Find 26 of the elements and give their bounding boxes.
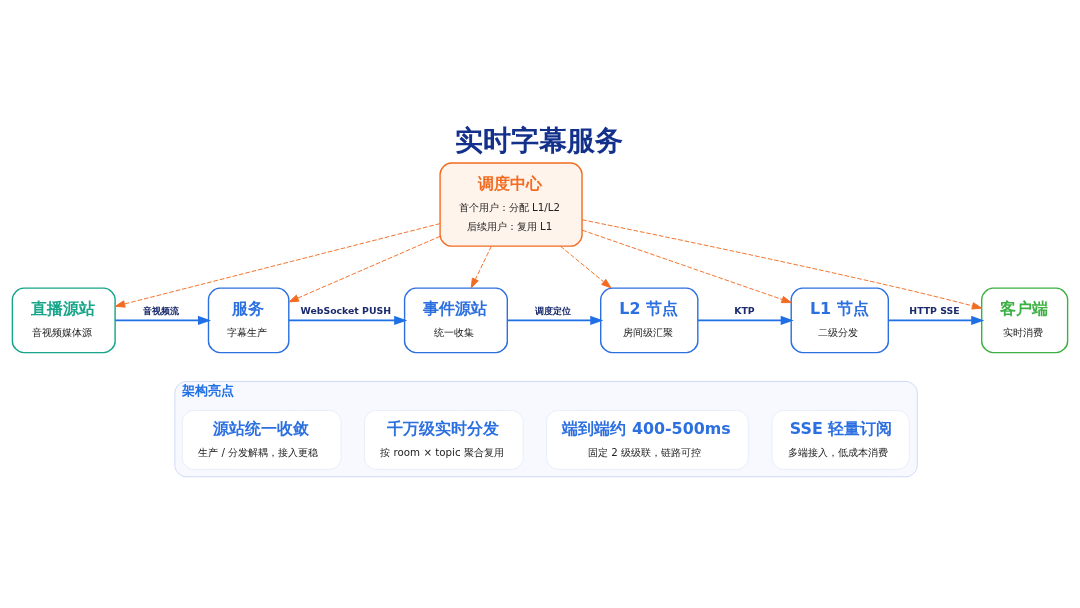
edge-label: 调度定位: [535, 304, 572, 316]
arrow: [581, 229, 792, 303]
arrow: [887, 315, 985, 325]
arrow: [581, 218, 983, 309]
node-box: 客户端 实时消费: [981, 286, 1069, 353]
node-box: 源站统一收敛 生产 / 分发解耦，接入更稳: [181, 409, 342, 470]
edge-label: HTTP SSE: [909, 304, 960, 316]
node-box: L1 节点 二级分发: [790, 286, 890, 353]
arrow: [506, 315, 604, 325]
diagram-title: 实时字幕服务: [455, 123, 624, 157]
edge-label: 音视频流: [143, 304, 180, 316]
node-box: 事件源站 统一收集: [403, 286, 508, 353]
arrow: [470, 245, 492, 288]
node-box: 千万级实时分发 按 room × topic 聚合复用: [363, 409, 524, 470]
edge-label: WebSocket PUSH: [300, 304, 392, 316]
edge-label: KTP: [734, 304, 755, 316]
arrow: [114, 222, 441, 308]
node-box: 调度中心 首个用户：分配 L1/L2 后续用户：复用 L1: [439, 161, 583, 247]
node-box: 服务 字幕生产: [207, 286, 290, 353]
arrow: [288, 235, 441, 302]
node-box: L2 节点 房间级汇聚: [600, 286, 699, 353]
node-box: 直播源站 音视频媒体源: [11, 286, 116, 353]
arrow: [696, 315, 794, 325]
arrow: [560, 245, 612, 288]
arrow: [114, 315, 212, 325]
arrow: [287, 315, 408, 325]
